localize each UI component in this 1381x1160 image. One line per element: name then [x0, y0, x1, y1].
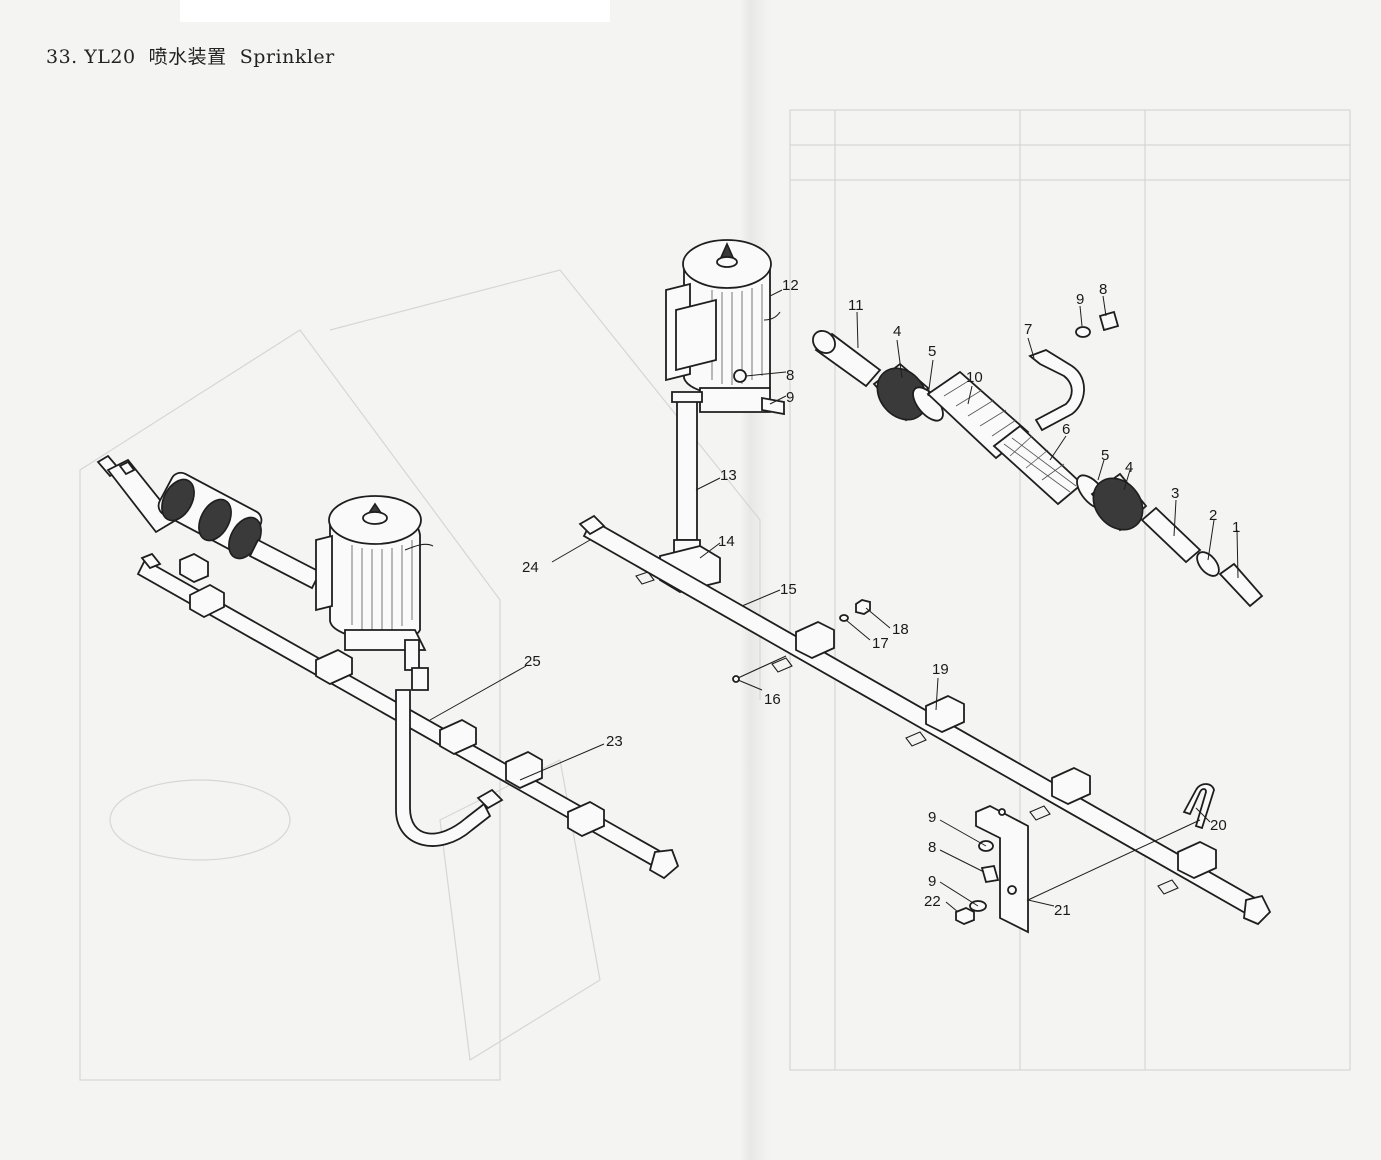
- right-filter-exploded: [812, 310, 1264, 608]
- callout-14: 14: [718, 533, 735, 550]
- callout-21: 21: [1054, 902, 1071, 919]
- callout-12: 12: [782, 277, 799, 294]
- left-motor-fins: [351, 540, 413, 632]
- callout-20: 20: [1210, 817, 1227, 834]
- callout-3: 3: [1171, 485, 1179, 502]
- callout-18: 18: [892, 621, 909, 638]
- callout-9-motor: 9: [786, 389, 794, 406]
- callout-6: 6: [1062, 421, 1070, 438]
- paper-tape-strip: [180, 0, 610, 22]
- strainer-mesh: [1003, 435, 1077, 493]
- callout-11: 11: [848, 297, 864, 314]
- figure-title: 33. YL20 喷水装置 Sprinkler: [46, 46, 335, 68]
- left-pump-assembly: [96, 454, 680, 880]
- callout-24: 24: [522, 559, 539, 576]
- callout-4-upper: 4: [893, 323, 901, 340]
- callout-9-bracket-upper: 9: [928, 809, 936, 826]
- callout-25: 25: [524, 653, 541, 670]
- leader-lines: [429, 289, 1239, 913]
- callout-10: 10: [966, 369, 983, 386]
- callout-23: 23: [606, 733, 623, 750]
- callout-4-lower: 4: [1125, 459, 1133, 476]
- callout-8-motor: 8: [786, 367, 794, 384]
- callout-8-bracket: 8: [928, 839, 936, 856]
- callout-9-top: 9: [1076, 291, 1084, 308]
- callout-17: 17: [872, 635, 889, 652]
- callout-1: 1: [1232, 519, 1240, 536]
- housing-threads: [943, 379, 1017, 437]
- callout-16: 16: [764, 691, 781, 708]
- center-motor-assembly: [578, 239, 1272, 934]
- callout-19: 19: [932, 661, 949, 678]
- callout-5-lower: 5: [1101, 447, 1109, 464]
- callout-labels: 1 2 3 4 4 5 5 6 7 8 8 8 9 9 9 9 10 11 12…: [522, 277, 1240, 919]
- callout-7: 7: [1024, 321, 1032, 338]
- callout-13: 13: [720, 467, 737, 484]
- callout-8-top: 8: [1099, 281, 1107, 298]
- callout-2: 2: [1209, 507, 1217, 524]
- callout-5-upper: 5: [928, 343, 936, 360]
- callout-22: 22: [924, 893, 941, 910]
- callout-15: 15: [780, 581, 797, 598]
- callout-9-bracket-lower: 9: [928, 873, 936, 890]
